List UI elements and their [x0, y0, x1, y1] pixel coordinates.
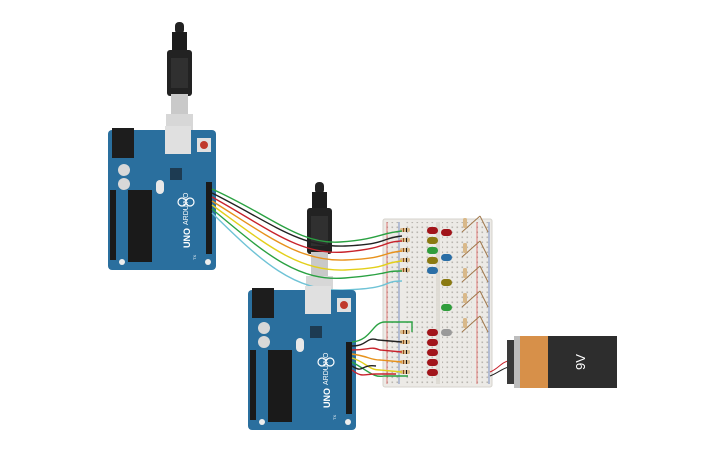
resistor[interactable]	[400, 340, 410, 344]
resistor[interactable]	[461, 315, 489, 333]
wire-orange[interactable]	[351, 353, 403, 363]
wire-black[interactable]	[351, 338, 403, 347]
center-channel	[436, 222, 440, 384]
wire-black[interactable]	[211, 192, 403, 247]
led[interactable]	[427, 369, 438, 376]
brand-label: ARDUINO	[323, 352, 330, 385]
wire-green-2[interactable]	[211, 208, 403, 280]
wire-red-2[interactable]	[351, 369, 396, 376]
wire-red[interactable]	[211, 196, 403, 254]
tx-label: TX	[192, 255, 197, 260]
wire-black-2[interactable]	[351, 365, 377, 370]
analog-header[interactable]	[110, 190, 116, 260]
resistor[interactable]	[400, 330, 410, 334]
led[interactable]	[427, 237, 438, 244]
led[interactable]	[427, 267, 438, 274]
resistor[interactable]	[400, 370, 410, 374]
arduino-board-2[interactable]: ARDUINO UNO TX	[248, 286, 356, 430]
battery-label: 9V	[573, 354, 588, 370]
resistor[interactable]	[400, 238, 410, 242]
led[interactable]	[441, 229, 452, 236]
wire-bundle-2	[351, 321, 413, 378]
tx-label: TX	[332, 415, 337, 420]
resistor[interactable]	[400, 268, 410, 272]
battery-cap	[548, 336, 617, 388]
led[interactable]	[427, 349, 438, 356]
resistor[interactable]	[461, 290, 489, 308]
power-rail-left	[386, 222, 400, 384]
led[interactable]	[441, 254, 452, 261]
usb-port	[305, 286, 331, 314]
battery-body	[520, 336, 550, 388]
wire-orange[interactable]	[211, 200, 403, 261]
usb-cable-2[interactable]	[306, 182, 333, 292]
led[interactable]	[427, 227, 438, 234]
brand-label: ARDUINO	[183, 192, 190, 225]
power-rail-right	[476, 222, 490, 384]
battery-terminals	[507, 340, 515, 384]
resistor[interactable]	[461, 240, 489, 258]
wire-bundle-1	[211, 188, 403, 291]
model-label: UNO	[182, 228, 192, 248]
resistor[interactable]	[461, 265, 489, 283]
wire-red[interactable]	[351, 347, 403, 353]
led[interactable]	[427, 247, 438, 254]
wire-green[interactable]	[211, 188, 403, 243]
atmega-chip	[268, 350, 292, 422]
power-jack	[112, 128, 134, 158]
led-group	[427, 227, 452, 376]
led[interactable]	[427, 339, 438, 346]
led[interactable]	[441, 304, 452, 311]
resistor[interactable]	[461, 215, 489, 233]
wire-yellow[interactable]	[211, 204, 403, 271]
resistor[interactable]	[400, 360, 410, 364]
resistor-group-left	[400, 228, 410, 374]
usb-port	[165, 126, 191, 154]
battery-9v[interactable]: 9V	[489, 336, 617, 388]
model-label: UNO	[322, 388, 332, 408]
led[interactable]	[427, 257, 438, 264]
led[interactable]	[441, 279, 452, 286]
atmega-chip	[128, 190, 152, 262]
resistor-group-right	[461, 215, 489, 333]
digital-header[interactable]	[346, 342, 352, 414]
led[interactable]	[441, 329, 452, 336]
digital-header[interactable]	[206, 182, 212, 254]
resistor[interactable]	[400, 350, 410, 354]
analog-header[interactable]	[250, 350, 256, 420]
power-jack	[252, 288, 274, 318]
resistor[interactable]	[400, 258, 410, 262]
arduino-board-1[interactable]: ARDUINO UNO TX	[108, 126, 216, 270]
led[interactable]	[427, 329, 438, 336]
led[interactable]	[427, 359, 438, 366]
wire-green[interactable]	[351, 321, 413, 343]
resistor[interactable]	[400, 248, 410, 252]
wire-cyan[interactable]	[211, 212, 403, 291]
resistor[interactable]	[400, 228, 410, 232]
usb-cable-1[interactable]	[166, 22, 193, 130]
